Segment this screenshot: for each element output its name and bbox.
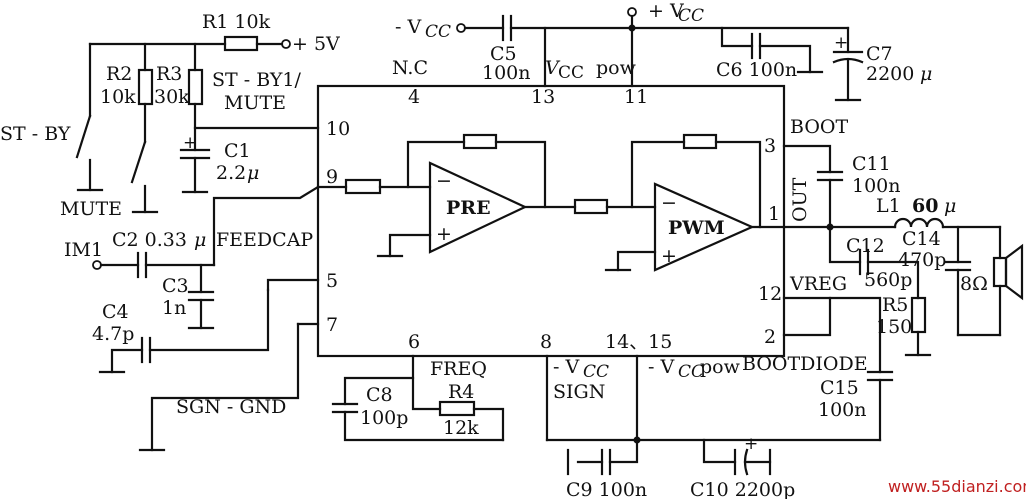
components-C1v-label: 2.2 <box>216 162 246 184</box>
components-C10-label: C10 2200p <box>690 479 795 499</box>
ic-pin-labels-vcc-pow-label: pow <box>596 57 637 79</box>
pos-vcc-terminal <box>627 7 637 17</box>
speaker-icon <box>992 256 1008 288</box>
ic-pins-p13-label: 13 <box>531 86 555 108</box>
components-R3v-label: 30k <box>154 86 190 108</box>
ic-pins-p3-label: 3 <box>764 135 776 157</box>
components-L1-label: L1 <box>876 195 901 217</box>
pre-amplifier: − + PRE <box>316 133 547 258</box>
ic-pin-labels-neg-vcc-pow-tail-label: pow <box>700 356 741 378</box>
components-mu-label: μ <box>944 195 956 217</box>
ic-pins-p8-label: 8 <box>540 331 552 353</box>
terminals-mute-label: MUTE <box>60 198 122 220</box>
components-load-label: 8Ω <box>960 273 988 295</box>
components-C14v-label: 470p <box>898 249 946 271</box>
ic-pins-p7-label: 7 <box>326 314 338 336</box>
components-mu-label: μ <box>920 63 932 85</box>
ic-pin-labels-boot-label: BOOT <box>790 116 848 138</box>
supplies-plus5v-label: + 5V <box>292 33 340 55</box>
components-C15-label: C15 <box>820 377 859 399</box>
components-C4v-label: 4.7p <box>92 323 134 345</box>
ic-body <box>316 84 786 358</box>
components-C7-label: C7 <box>866 43 893 65</box>
components-C5v-label: 100n <box>482 62 531 84</box>
components-C15v-label: 100n <box>818 399 867 421</box>
components-C12v-label: 560p <box>864 269 912 291</box>
components-C14-label: C14 <box>902 228 941 250</box>
ic-pin-labels-sign-label: SIGN <box>553 381 605 403</box>
components-C1-label: C1 <box>224 140 251 162</box>
ic-pin-labels-mute-label: MUTE <box>224 92 286 114</box>
components-C4-label: C4 <box>102 301 129 323</box>
svg-text:+: + <box>661 245 677 267</box>
components-C7v-label: 2200 <box>866 63 914 85</box>
ic-pin-labels-neg-vcc-pow-sub-label: CC <box>678 362 704 382</box>
svg-text:−: − <box>436 170 452 192</box>
components-R5v-label: 150 <box>876 316 912 338</box>
components-C8v-label: 100p <box>360 407 408 429</box>
supplies-pos-vcc-label: + V <box>648 0 684 22</box>
ic-pin-labels-freq-label: FREQ <box>430 358 487 380</box>
ic-pin-labels-vcc-pow-v-label: V <box>545 57 561 79</box>
components-mu-label: μ <box>194 229 206 251</box>
pwm-label: PWM <box>668 217 725 239</box>
supplies-pos-vcc-sub-label: CC <box>678 6 704 26</box>
components-C8-label: C8 <box>366 384 393 406</box>
pwm-amplifier: − + PWM <box>604 133 786 272</box>
ic-pins-p9-label: 9 <box>326 166 338 188</box>
components-C2-label: C2 0.33 <box>112 229 187 251</box>
svg-text:+: + <box>744 434 758 454</box>
components-C5-label: C5 <box>490 43 517 65</box>
terminals-im1-label: IM1 <box>64 239 103 261</box>
components-C11-label: C11 <box>852 153 891 175</box>
svg-text:+: + <box>834 33 848 53</box>
svg-text:+: + <box>436 223 452 245</box>
components-C11v-label: 100n <box>852 175 901 197</box>
ic-pins-p1415-label: 14、15 <box>605 331 672 353</box>
components-R5-label: R5 <box>882 294 908 316</box>
terminals-sgn-gnd-label: SGN - GND <box>176 396 286 418</box>
ic-pin-labels-sign-top-label: - V <box>553 356 579 378</box>
ic-pins-p2-label: 2 <box>764 326 776 348</box>
supplies-neg-vcc-sub-label: CC <box>425 22 451 42</box>
ic-pins-p5-label: 5 <box>326 270 338 292</box>
ic-pin-labels-feedcap-label: FEEDCAP <box>216 229 313 251</box>
components-C9-label: C9 100n <box>566 479 647 499</box>
ic-pin-labels-neg-vcc-pow-label: - V <box>648 356 674 378</box>
ic-pins-p10-label: 10 <box>326 118 350 140</box>
components-R1-label: R1 10k <box>202 11 271 33</box>
components-R4-label: R4 <box>448 381 474 403</box>
watermark: www.55dianzi.com <box>888 477 1026 496</box>
ic-pin-labels-sign-sub-label: CC <box>583 362 609 382</box>
components-R2v-label: 10k <box>100 86 136 108</box>
ic-pins-p6-label: 6 <box>408 331 420 353</box>
ic-pin-labels-nc-label: N.C <box>392 57 428 79</box>
terminals-st-by-label: ST - BY <box>0 123 71 145</box>
ic-pins-p1-label: 1 <box>768 203 780 225</box>
pre-label: PRE <box>446 197 491 219</box>
components-C6-label: C6 100n <box>716 59 797 81</box>
ic-pin-labels-vcc-pow-sub-label: CC <box>558 63 584 83</box>
ic-pin-labels-st-by1-label: ST - BY1/ <box>212 69 301 91</box>
components-mu-label: μ <box>247 162 259 184</box>
supplies-neg-vcc-label: - V <box>395 16 421 38</box>
svg-text:−: − <box>661 192 677 214</box>
components-R2-label: R2 <box>106 63 132 85</box>
components-C12-label: C12 <box>846 235 885 257</box>
components-R3-label: R3 <box>156 63 182 85</box>
components-C3v-label: 1n <box>162 297 186 319</box>
components-C3-label: C3 <box>162 275 189 297</box>
ic-pins-p12-label: 12 <box>758 283 782 305</box>
ic-pin-labels-out-label: OUT <box>789 177 811 222</box>
components-R4v-label: 12k <box>443 417 479 439</box>
ic-pins-p11-label: 11 <box>624 86 648 108</box>
svg-text:+: + <box>183 133 197 153</box>
ic-pin-labels-vreg-label: VREG <box>789 273 847 295</box>
ic-pins-p4-label: 4 <box>408 86 420 108</box>
components-L1v-label: 60 <box>912 195 938 217</box>
neg-vcc-terminal <box>456 23 466 33</box>
ic-pin-labels-bootdiode-label: BOOTDIODE <box>742 353 868 375</box>
